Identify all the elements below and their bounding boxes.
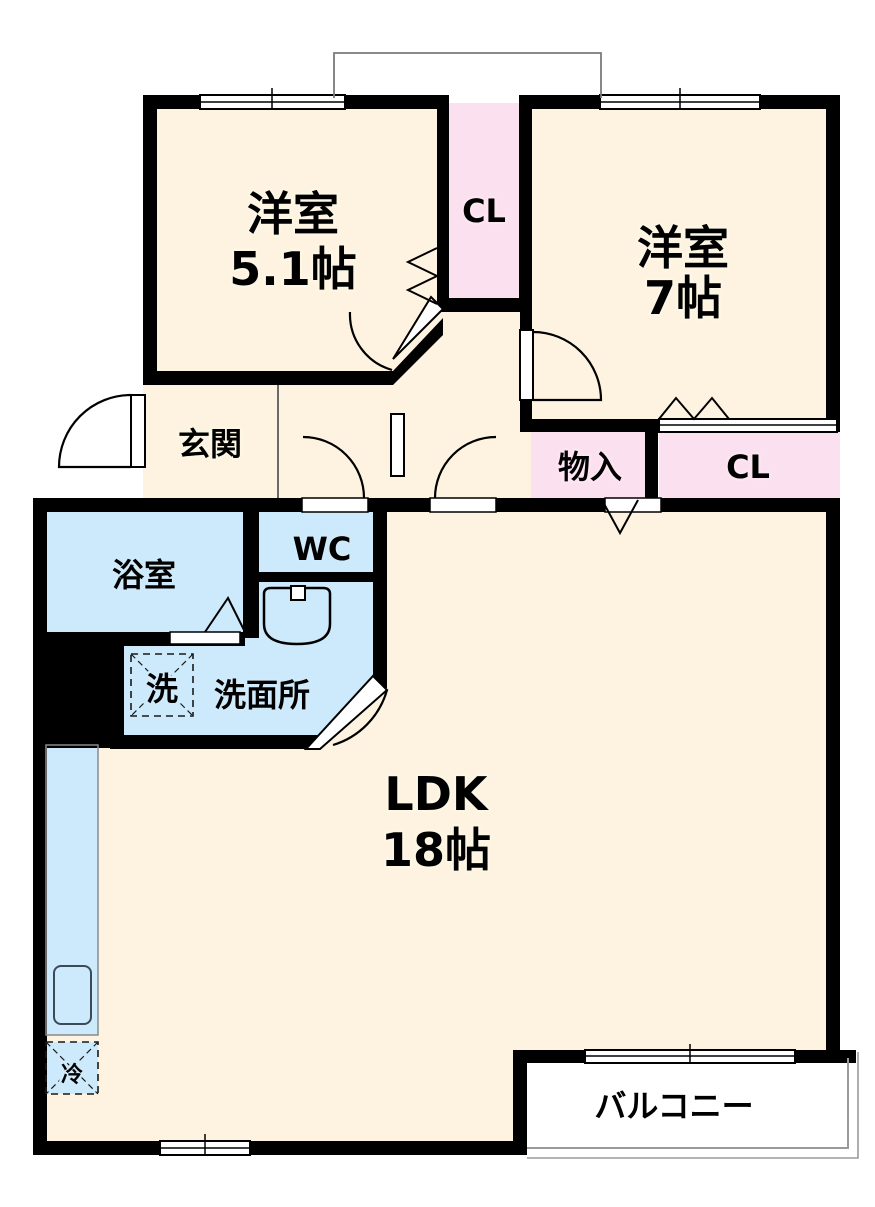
wall-monoire-right [645, 419, 658, 503]
cl-left-fill [448, 103, 520, 308]
wall-upper-right-vert [826, 95, 840, 430]
genkan-door-panel [130, 394, 146, 468]
wall-balcony-left [513, 1050, 527, 1155]
window-bedroom-right-top [599, 88, 761, 110]
wall-hall-diagonal-nub [393, 318, 443, 385]
wall-bath-top [33, 498, 388, 512]
label-ldk-size: 18帖 [381, 823, 491, 877]
hall-door-panel-upper [390, 413, 405, 477]
bedroom-right-door-panel [519, 329, 534, 401]
balcony-railing-outline-outer [527, 1052, 859, 1159]
windows [130, 88, 838, 1156]
label-washitsu-right-size: 7帖 [644, 271, 722, 325]
door-zigzag-cl-right [658, 396, 730, 421]
label-ldk-name: LDK [384, 767, 489, 821]
senmenjo-fill [123, 638, 385, 745]
cl-right-fill [659, 432, 840, 500]
window-bedroom-left-top [199, 88, 346, 110]
room-text-labels: 洋室 5.1帖 洋室 7帖 LDK 18帖 玄関 浴室 WC 洗面所 洗 冷 C… [58, 185, 772, 1128]
doorway-thresholds [169, 497, 662, 645]
label-monoire: 物入 [558, 448, 622, 486]
wall-washroom-bottom [110, 735, 320, 749]
upper-alcove-outline [333, 52, 602, 98]
label-washitsu-left-name: 洋室 [247, 187, 339, 241]
door-arc-hall-right [433, 435, 497, 499]
wall-monoire-top [520, 419, 665, 432]
wall-cl-left-leftside [437, 95, 449, 310]
label-washitsu-left-size: 5.1帖 [229, 242, 357, 296]
wall-washroom-leftedge [110, 638, 124, 748]
wc-fill [259, 510, 385, 578]
wall-ldk-right [826, 498, 840, 1055]
floor-fills [33, 95, 853, 1162]
door-triangle-bath [204, 596, 246, 633]
label-yokushitsu: 浴室 [112, 556, 176, 594]
washbasin-icon [262, 585, 332, 646]
kitchen-sink-icon [53, 965, 92, 1025]
label-balcony: バルコニー [594, 1087, 753, 1125]
balcony-railing-outline [527, 1058, 849, 1149]
label-genkan: 玄関 [178, 425, 242, 463]
door-arc-washroom [332, 689, 389, 747]
door-arc-bedroom-left [348, 311, 393, 372]
window-balcony-slider [584, 1044, 796, 1064]
window-ldk-bottom [159, 1134, 251, 1156]
wall-bath-right [243, 498, 259, 638]
label-washer: 洗 [146, 670, 178, 708]
fridge-slot-icon [45, 1041, 99, 1095]
label-cl-left: CL [462, 192, 506, 230]
door-zigzag-monoire [601, 499, 639, 536]
door-arc-hall-left [302, 435, 366, 499]
kitchen-counter-outline [45, 744, 99, 1036]
wall-cl-left-bottom [437, 298, 531, 312]
wall-black-block-left [33, 638, 123, 748]
window-cl-right-opening [658, 418, 838, 433]
label-fridge: 冷 [61, 1062, 83, 1088]
washitsu-right-floor [520, 95, 840, 430]
label-senmenjo: 洗面所 [214, 676, 310, 714]
wall-ldk-bottom [33, 1141, 526, 1155]
genkan-floor [143, 375, 393, 510]
label-washitsu-right-name: 洋室 [637, 221, 729, 275]
washroom-door-panel [303, 674, 389, 750]
wall-ldk-left [33, 498, 47, 1155]
monoire-fill [531, 432, 651, 500]
bedroom-left-door-panel [392, 295, 445, 360]
wall-bedroomL-bottom [143, 371, 393, 385]
label-cl-right: CL [726, 448, 770, 486]
door-arc-genkan [57, 393, 132, 469]
washer-slot-icon [130, 653, 194, 717]
door-arc-bedroom-right [532, 330, 603, 402]
fixtures [45, 52, 859, 1159]
label-wc: WC [293, 530, 352, 568]
wall-wc-bottom [259, 572, 385, 582]
wall-washroom-right [373, 498, 387, 688]
door-zigzag-cl-left [405, 247, 440, 305]
balcony-cutout [513, 1050, 853, 1162]
door-swings [57, 247, 730, 747]
wall-upper-left-vert [143, 95, 157, 385]
yokushitsu-fill [43, 510, 243, 638]
